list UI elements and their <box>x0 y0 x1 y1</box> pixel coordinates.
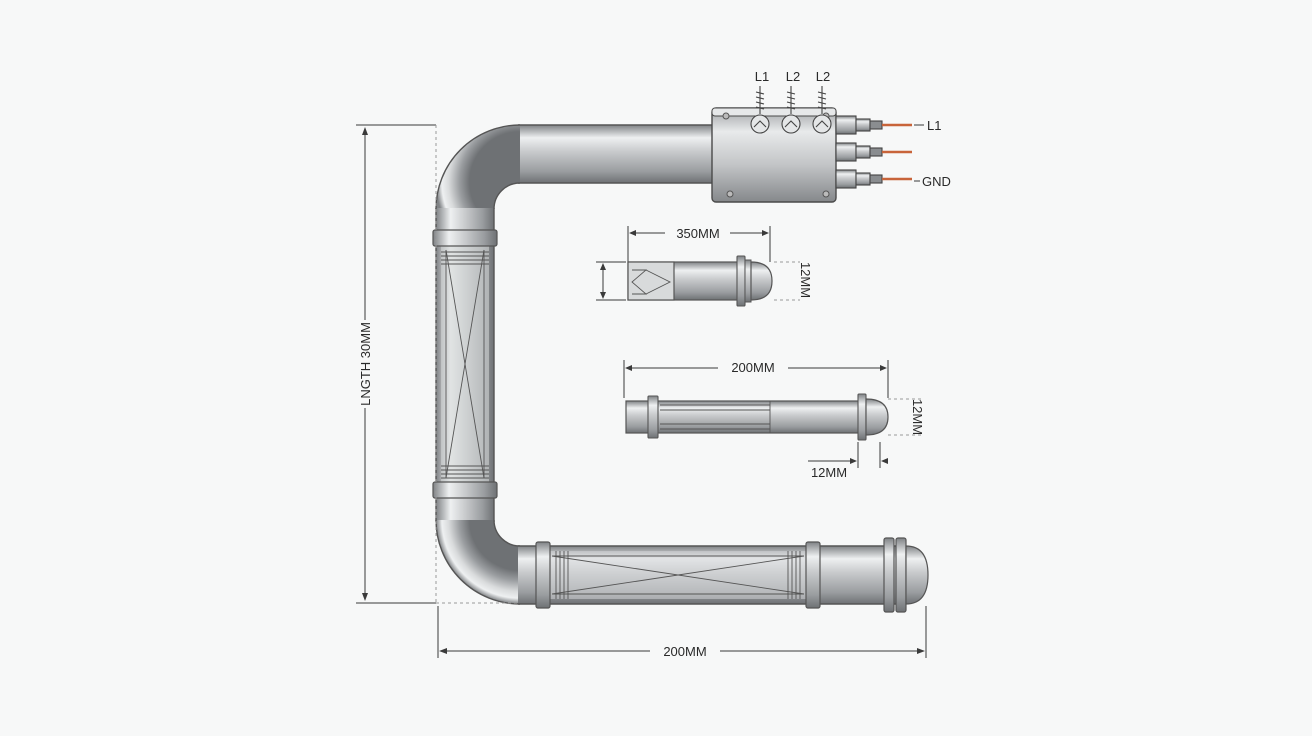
tube-top-run <box>518 125 714 183</box>
terminal-nut-icon <box>750 114 770 134</box>
collar-lower <box>432 481 498 499</box>
lead-label-gnd: GND <box>922 174 951 189</box>
terminal-nut-icon <box>781 114 801 134</box>
collar-upper <box>432 229 498 247</box>
dimension-bottom-label: 200MM <box>663 644 706 659</box>
detail-2-length-label: 200MM <box>731 360 774 375</box>
terminal-label-1: L1 <box>755 69 769 84</box>
lead-wires <box>835 115 924 189</box>
lead-label-l1: L1 <box>927 118 941 133</box>
collar-bottom-mid <box>805 541 821 609</box>
box-screw-icon <box>822 190 830 198</box>
detail-1-diameter-label: 12MM <box>798 262 813 298</box>
box-screw-icon <box>726 190 734 198</box>
tube-top-bend <box>436 125 520 209</box>
detail-element-1: 350MM 12MM <box>596 226 813 307</box>
terminal-label-3: L2 <box>816 69 830 84</box>
tube-bottom-bend <box>436 520 520 604</box>
detail-element-2: 200MM 12MM 12MM <box>623 360 925 480</box>
dimension-length: LNGTH 30MM <box>356 124 437 604</box>
detail-2-tip-label: 12MM <box>811 465 847 480</box>
detail-2-collar-left <box>647 395 659 439</box>
heater-tube <box>432 124 929 613</box>
detail-2-diameter-label: 12MM <box>910 399 925 435</box>
terminal-nut-icon <box>812 114 832 134</box>
detail-1-collar <box>736 255 746 307</box>
terminal-box: L1 L2 L2 L1 GND <box>711 69 951 203</box>
terminal-label-2: L2 <box>786 69 800 84</box>
dimension-bottom: 200MM <box>436 602 927 659</box>
box-screw-icon <box>722 112 730 120</box>
end-cap <box>905 545 929 605</box>
detail-1-length-label: 350MM <box>676 226 719 241</box>
collar-bottom-left <box>535 541 551 609</box>
end-collar-2 <box>895 537 907 613</box>
vertical-element-section <box>441 246 489 482</box>
bottom-element-section <box>550 551 806 599</box>
end-collar <box>883 537 895 613</box>
detail-2-collar-right <box>857 393 867 441</box>
dimension-length-label: LNGTH 30MM <box>358 322 373 406</box>
terminal-posts <box>750 86 832 134</box>
